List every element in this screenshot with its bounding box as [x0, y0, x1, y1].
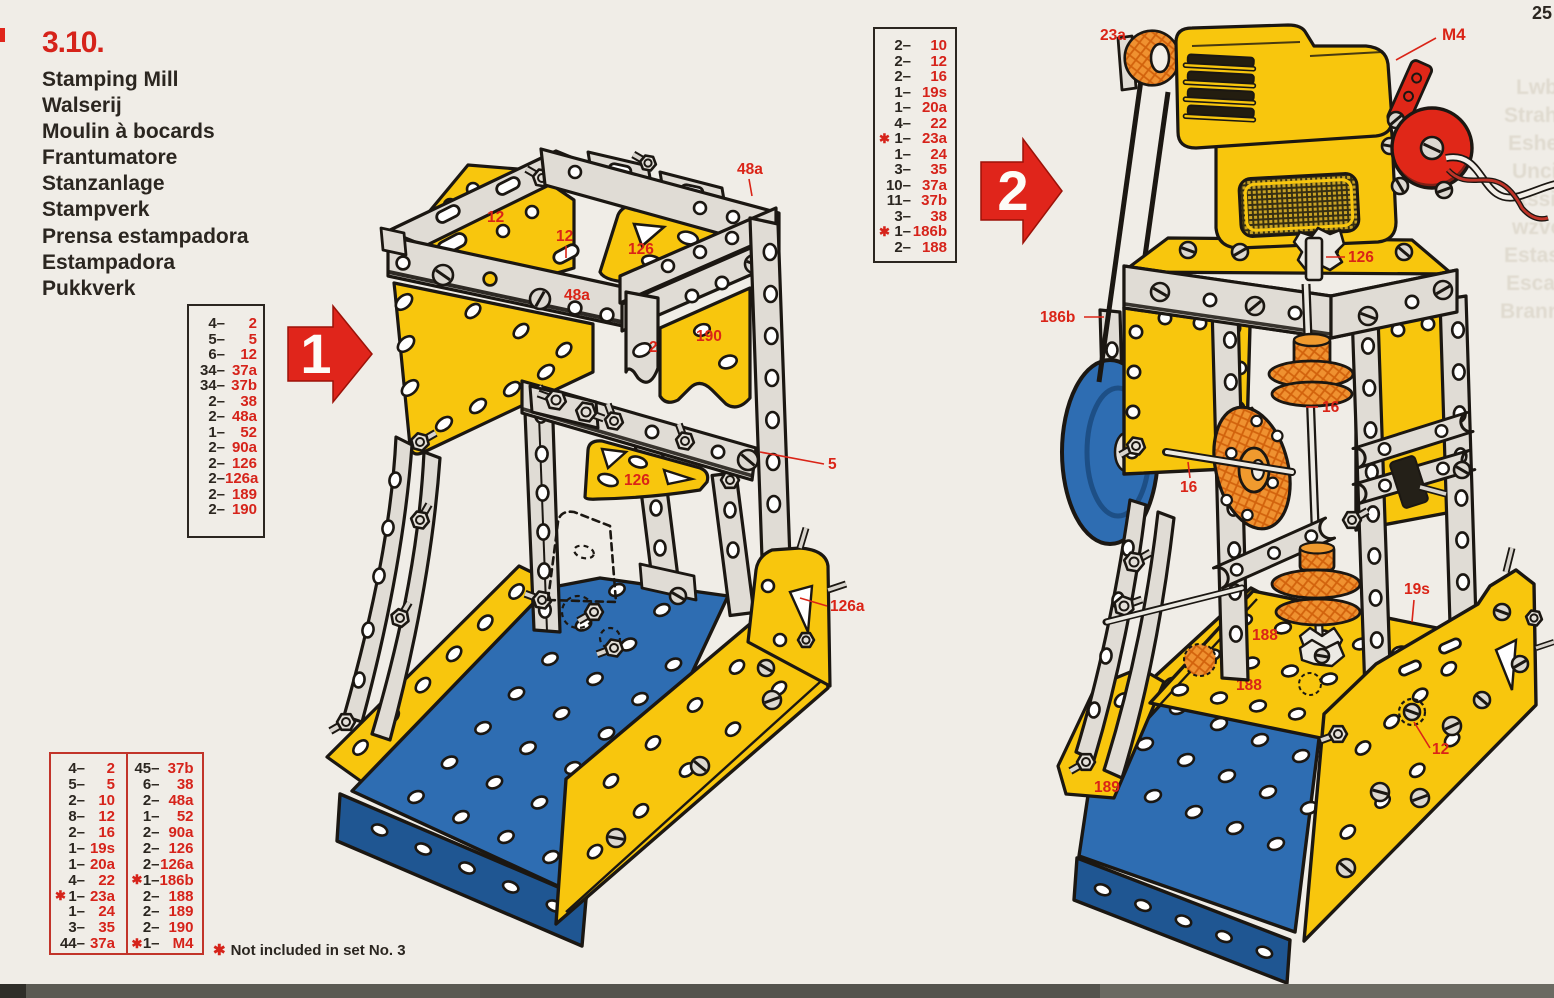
svg-text:Strahlmüh: Strahlmüh [1504, 104, 1554, 127]
svg-text:190: 190 [696, 328, 722, 345]
svg-text:48a: 48a [564, 287, 590, 304]
svg-text:48a: 48a [737, 161, 763, 178]
svg-text:wzvork: wzvork [1511, 216, 1554, 239]
svg-text:186b: 186b [1040, 309, 1075, 326]
svg-text:126: 126 [624, 472, 650, 489]
svg-text:12: 12 [1432, 741, 1449, 758]
svg-text:19s: 19s [1404, 581, 1430, 598]
svg-text:12: 12 [487, 209, 504, 226]
svg-text:23a: 23a [1100, 27, 1126, 44]
svg-text:16: 16 [1180, 479, 1198, 496]
svg-text:Estasli: Estasli [1504, 244, 1554, 267]
svg-text:126: 126 [628, 241, 654, 258]
svg-text:Branm: Branm [1500, 300, 1554, 323]
svg-text:Escad: Escad [1506, 272, 1554, 295]
svg-text:2: 2 [649, 339, 658, 356]
svg-text:12: 12 [556, 228, 573, 245]
svg-text:188: 188 [1252, 627, 1278, 644]
svg-text:189: 189 [1094, 779, 1120, 796]
svg-text:Lwb ca: Lwb ca [1516, 76, 1554, 99]
svg-text:Uncia d: Uncia d [1512, 160, 1554, 183]
svg-text:16: 16 [1322, 399, 1340, 416]
svg-text:5: 5 [828, 456, 837, 473]
svg-text:Eshelle f: Eshelle f [1508, 132, 1554, 155]
svg-text:1: 1 [300, 322, 331, 385]
svg-text:188: 188 [1236, 677, 1262, 694]
svg-text:126: 126 [1348, 249, 1374, 266]
svg-text:126a: 126a [830, 598, 865, 615]
svg-text:M4: M4 [1442, 25, 1466, 44]
svg-text:2: 2 [997, 159, 1028, 222]
